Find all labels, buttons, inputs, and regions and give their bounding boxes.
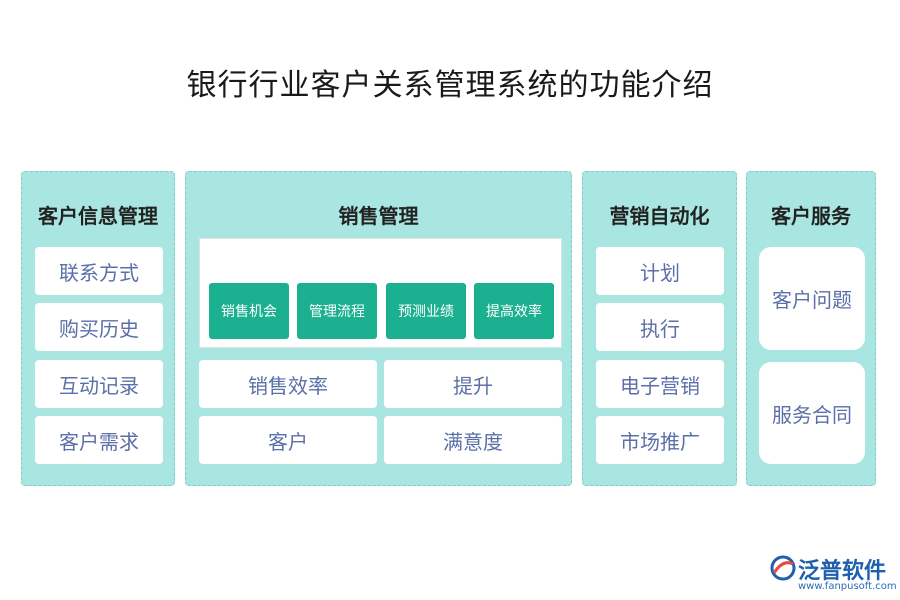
sales-chip-box: 销售机会 管理流程 预测业绩 提高效率: [199, 238, 562, 348]
panel-sales: 销售管理 销售机会 管理流程 预测业绩 提高效率 销售效率 提升 客户 满意度: [185, 171, 572, 486]
card-email-marketing: 电子营销: [596, 360, 724, 408]
chip-manage-process: 管理流程: [297, 283, 377, 339]
card-service-contract: 服务合同: [759, 362, 865, 464]
card-interaction-record: 互动记录: [35, 360, 163, 408]
card-execute: 执行: [596, 303, 724, 351]
panel-heading: 营销自动化: [609, 204, 710, 228]
card-sales-efficiency: 销售效率: [199, 360, 377, 408]
panel-service: 客户服务 客户问题 服务合同: [746, 171, 876, 486]
card-customer-issue: 客户问题: [759, 247, 865, 350]
card-contact: 联系方式: [35, 247, 163, 295]
brand-logo: 泛普软件 www.fanpusoft.com: [770, 553, 900, 597]
panel-customer-info: 客户信息管理 联系方式 购买历史 互动记录 客户需求: [21, 171, 175, 486]
chip-sales-opportunity: 销售机会: [209, 283, 289, 339]
card-purchase-history: 购买历史: [35, 303, 163, 351]
card-customer: 客户: [199, 416, 377, 464]
card-customer-needs: 客户需求: [35, 416, 163, 464]
card-improve: 提升: [384, 360, 562, 408]
chip-forecast-performance: 预测业绩: [386, 283, 466, 339]
panel-marketing: 营销自动化 计划 执行 电子营销 市场推广: [582, 171, 737, 486]
panel-heading: 销售管理: [338, 204, 419, 228]
card-satisfaction: 满意度: [384, 416, 562, 464]
logo-url: www.fanpusoft.com: [798, 581, 897, 592]
chip-improve-efficiency: 提高效率: [474, 283, 554, 339]
logo-mark-icon: [770, 555, 796, 581]
panel-heading: 客户服务: [771, 204, 851, 228]
page-title: 银行行业客户关系管理系统的功能介绍: [186, 68, 714, 103]
card-market-promotion: 市场推广: [596, 416, 724, 464]
card-plan: 计划: [596, 247, 724, 295]
panel-heading: 客户信息管理: [38, 204, 158, 228]
logo-name: 泛普软件: [798, 559, 887, 584]
